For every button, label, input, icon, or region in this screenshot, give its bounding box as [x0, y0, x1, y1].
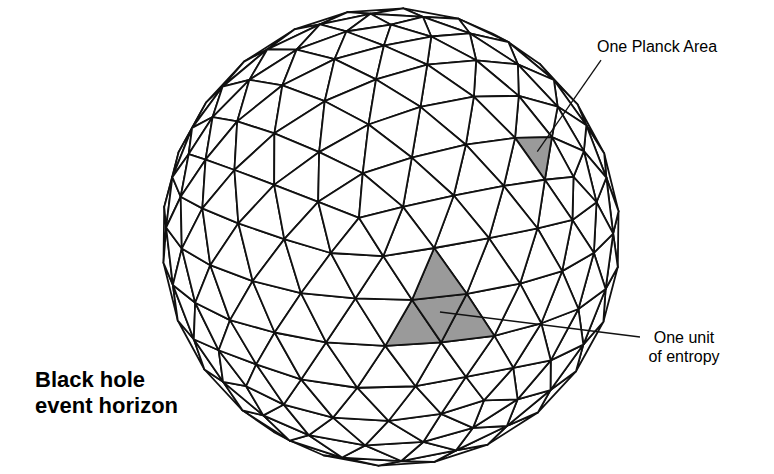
- sphere-facet: [181, 160, 206, 209]
- diagram-caption-label: Black hole event horizon: [35, 367, 200, 420]
- shaded-facet: [412, 294, 467, 343]
- sphere-facet: [333, 418, 388, 446]
- sphere-facet: [331, 253, 383, 298]
- sphere-facet: [301, 293, 355, 342]
- sphere-facet: [474, 60, 519, 96]
- leader-line: [537, 60, 601, 151]
- sphere-facet: [359, 207, 403, 256]
- callout-label: One unit of entropy: [645, 328, 723, 366]
- sphere-facet: [385, 342, 441, 386]
- sphere-facet: [515, 96, 552, 138]
- sphere-facet: [357, 386, 415, 421]
- sphere-facet: [326, 342, 385, 387]
- sphere-facet: [166, 197, 182, 249]
- sphere-facet: [355, 298, 412, 345]
- leader-lines: [440, 60, 640, 337]
- geodesic-mesh: [163, 8, 618, 465]
- leader-line: [440, 312, 640, 337]
- sphere-facet: [202, 170, 238, 223]
- sphere-facet: [572, 177, 596, 220]
- callout-label: One Planck Area: [597, 37, 717, 56]
